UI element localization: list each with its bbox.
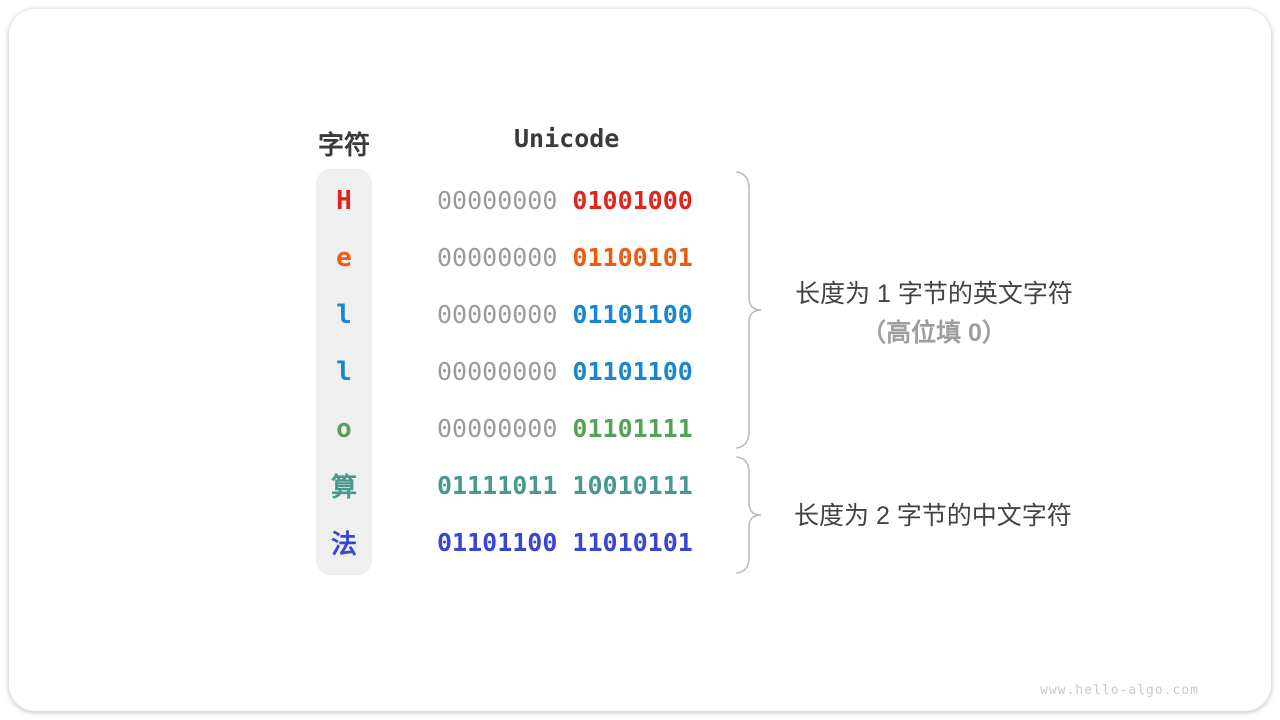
- high-byte: 00000000: [437, 414, 558, 443]
- char-glyph: 法: [330, 530, 357, 560]
- curly-brace-chinese-group-icon: [736, 456, 762, 574]
- high-byte: 00000000: [437, 357, 558, 386]
- binary-value: 00000000 01001000: [437, 186, 693, 215]
- binary-value: 00000000 01101100: [437, 300, 693, 329]
- low-byte: 01101100: [572, 357, 693, 386]
- binary-value: 01111011 10010111: [437, 471, 693, 500]
- annotation-chinese-group: 长度为 2 字节的中文字符: [794, 502, 1072, 530]
- table-row: l 00000000 01101100: [316, 343, 736, 400]
- table-row: 算 01111011 10010111: [316, 457, 736, 514]
- char-column-background: [316, 169, 372, 575]
- low-byte: 01001000: [572, 186, 693, 215]
- char-glyph: H: [336, 185, 352, 216]
- high-byte: 01101100: [437, 528, 558, 557]
- low-byte: 01100101: [572, 243, 693, 272]
- char-glyph: l: [336, 356, 352, 387]
- low-byte: 11010101: [572, 528, 693, 557]
- table-row: l 00000000 01101100: [316, 286, 736, 343]
- char-glyph: l: [336, 299, 352, 330]
- low-byte: 01101111: [572, 414, 693, 443]
- table-row: 法 01101100 11010101: [316, 514, 736, 571]
- watermark-url: www.hello-algo.com: [1040, 683, 1199, 698]
- low-byte: 01101100: [572, 300, 693, 329]
- binary-value: 00000000 01101100: [437, 357, 693, 386]
- column-header-char: 字符: [317, 130, 370, 160]
- annotation-english-line1: 长度为 1 字节的英文字符: [795, 280, 1073, 308]
- binary-value: 01101100 11010101: [437, 528, 693, 557]
- low-byte: 10010111: [572, 471, 693, 500]
- binary-value: 00000000 01100101: [437, 243, 693, 272]
- high-byte: 00000000: [437, 186, 558, 215]
- annotation-english-group: 长度为 1 字节的英文字符 （高位填 0）: [764, 275, 1104, 353]
- binary-value: 00000000 01101111: [437, 414, 693, 443]
- table-row: H 00000000 01001000: [316, 172, 736, 229]
- column-header-unicode: Unicode: [514, 124, 620, 153]
- char-glyph: o: [336, 413, 352, 444]
- high-byte: 00000000: [437, 243, 558, 272]
- figure-card: 字符 Unicode H 00000000 01001000 e 00000000…: [9, 9, 1271, 711]
- char-glyph: 算: [330, 473, 357, 503]
- char-glyph: e: [336, 242, 352, 273]
- table-row: o 00000000 01101111: [316, 400, 736, 457]
- high-byte: 01111011: [437, 471, 558, 500]
- table-row: e 00000000 01100101: [316, 229, 736, 286]
- curly-brace-english-group-icon: [736, 171, 762, 449]
- annotation-english-line2: （高位填 0）: [861, 319, 1007, 347]
- high-byte: 00000000: [437, 300, 558, 329]
